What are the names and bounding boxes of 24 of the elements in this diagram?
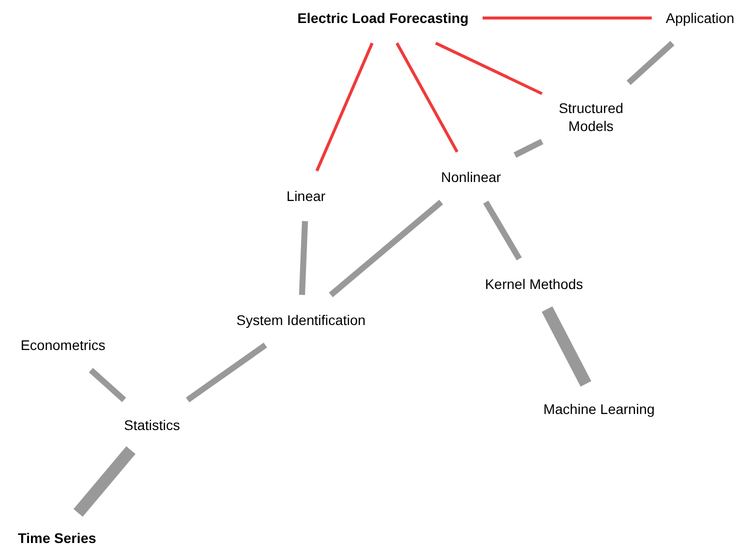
connector-line: [74, 446, 136, 517]
connector-line: [315, 42, 374, 172]
topic-label: Electric Load Forecasting: [297, 8, 469, 28]
topic-label: Machine Learning: [543, 400, 655, 418]
connector-line: [88, 368, 126, 402]
connector-line: [328, 200, 444, 298]
topic-label: Application: [666, 8, 734, 28]
topic-label: Structured Models: [556, 98, 626, 136]
connector-line: [542, 306, 592, 387]
connector-line: [299, 220, 308, 296]
connector-line: [396, 42, 458, 153]
topic-label: Kernel Methods: [484, 274, 584, 294]
connector-line: [186, 342, 268, 402]
topic-label: Time Series: [18, 528, 96, 546]
connector-line: [435, 42, 543, 96]
topic-label: Nonlinear: [441, 168, 501, 186]
topic-label: Linear: [286, 186, 326, 206]
topic-label: Statistics: [124, 416, 180, 434]
connector-line: [482, 16, 652, 20]
connector-line: [626, 40, 674, 86]
connector-line: [483, 200, 522, 260]
topic-label: System Identification: [236, 310, 366, 330]
connector-line: [514, 138, 544, 158]
topic-label: Econometrics: [20, 336, 106, 354]
